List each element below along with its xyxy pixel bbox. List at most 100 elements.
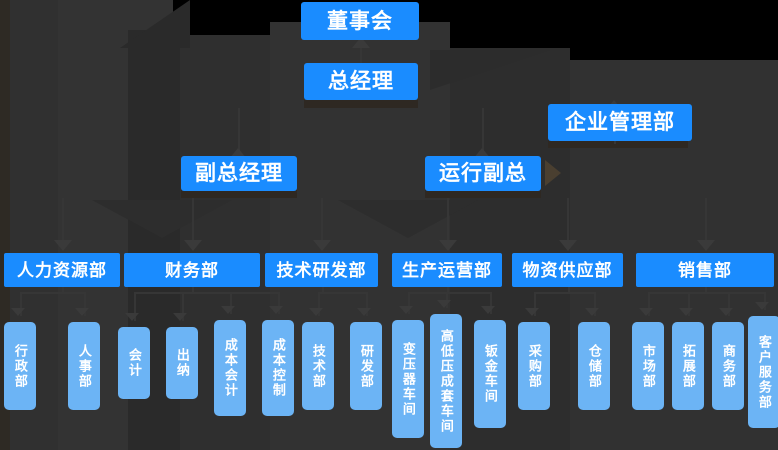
connector-subunit-cashier (182, 292, 184, 321)
feeder-supply (567, 198, 569, 244)
arrow-dept-finance-icon (184, 240, 202, 251)
arrow-subunit-switchgear-icon (437, 300, 451, 308)
arrow-dept-rnd-icon (313, 240, 331, 251)
rail-finance (134, 292, 278, 294)
node-subunit-cost_acct[interactable]: 成本会计 (214, 320, 246, 416)
arrow-dept-prodops-icon (439, 240, 457, 251)
node-subunit-customer_svc[interactable]: 客户服务部 (748, 316, 778, 428)
connector-subunit-business (728, 292, 730, 316)
connector-subunit-customer_svc (764, 292, 766, 310)
drop-rnd (321, 287, 324, 292)
connector-subunit-expansion (688, 292, 690, 316)
connector-subunit-accounting (134, 292, 136, 321)
feeder-rnd (321, 198, 323, 244)
arrow-board-icon (352, 37, 370, 48)
connector-band-opsvice (425, 190, 541, 198)
drop-hr (62, 287, 64, 292)
arrow-subunit-accounting-icon (125, 313, 139, 321)
connector-gm-to-vicegm (238, 108, 240, 156)
wedge-left (120, 0, 190, 48)
arrow-subunit-admin-icon (11, 308, 25, 316)
node-subunit-cost_ctrl[interactable]: 成本控制 (262, 320, 294, 416)
node-department-supply[interactable]: 物资供应部 (512, 253, 623, 287)
connector-subunit-dev (366, 292, 368, 316)
connector-subunit-cost_ctrl (278, 292, 280, 314)
arrow-opsvice-to-entmgmt-icon (545, 160, 561, 186)
bg-panel-left (0, 0, 10, 450)
node-subunit-expansion[interactable]: 拓展部 (672, 322, 704, 410)
drop-finance (192, 287, 194, 292)
node-subunit-accounting[interactable]: 会计 (118, 327, 150, 399)
arrow-subunit-customer_svc-icon (755, 302, 769, 310)
arrow-subunit-cashier-icon (173, 313, 187, 321)
arrow-subunit-warehouse-icon (585, 308, 599, 316)
feeder-finance (192, 198, 194, 244)
connector-band-vicegm (181, 190, 297, 198)
connector-subunit-personnel (84, 292, 86, 316)
arrow-subunit-expansion-icon (679, 308, 693, 316)
rail-sales (648, 292, 764, 294)
node-general-manager[interactable]: 总经理 (304, 63, 418, 100)
node-subunit-cashier[interactable]: 出纳 (166, 327, 198, 399)
node-department-finance[interactable]: 财务部 (124, 253, 260, 287)
connector-gm-to-opsvice (482, 108, 484, 156)
arrow-subunit-cost_acct-icon (221, 306, 235, 314)
arrow-subunit-purchasing-icon (525, 308, 539, 316)
rail-supply (534, 292, 594, 294)
feeder-sales (705, 198, 707, 244)
node-subunit-market[interactable]: 市场部 (632, 322, 664, 410)
connector-subunit-tech (318, 292, 320, 316)
arrow-subunit-dev-icon (357, 308, 371, 316)
arrow-subunit-tech-icon (309, 308, 323, 316)
arrow-dept-sales-icon (697, 240, 715, 251)
connector-subunit-transformer (408, 292, 410, 314)
node-department-sales[interactable]: 销售部 (636, 253, 774, 287)
connector-subunit-warehouse (594, 292, 596, 316)
node-subunit-sheetmetal[interactable]: 钣金车间 (474, 320, 506, 428)
node-department-hr[interactable]: 人力资源部 (4, 253, 120, 287)
feeder-prodops (447, 198, 449, 244)
node-subunit-switchgear[interactable]: 高低压成套车间 (430, 314, 462, 448)
node-subunit-transformer[interactable]: 变压器车间 (392, 320, 424, 438)
rail-hr (20, 292, 84, 294)
node-subunit-purchasing[interactable]: 采购部 (518, 322, 550, 410)
connector-subunit-cost_acct (230, 292, 232, 314)
connector-subunit-purchasing (534, 292, 536, 316)
wedge-right (430, 50, 550, 90)
funnel-triangle-left (92, 200, 232, 238)
node-subunit-personnel[interactable]: 人事部 (68, 322, 100, 410)
node-subunit-business[interactable]: 商务部 (712, 322, 744, 410)
funnel-triangle-right (338, 200, 478, 238)
arrow-dept-hr-icon (54, 240, 72, 251)
rail-rnd (318, 292, 366, 294)
drop-prod_ops (447, 287, 449, 292)
drop-sales (705, 287, 707, 292)
connector-subunit-sheetmetal (490, 292, 492, 314)
arrow-subunit-market-icon (639, 308, 653, 316)
arrow-subunit-sheetmetal-icon (481, 306, 495, 314)
arrow-dept-supply-icon (559, 240, 577, 251)
arrow-subunit-transformer-icon (399, 306, 413, 314)
arrow-opsvice-icon (473, 148, 491, 159)
feeder-hr (62, 198, 64, 244)
node-subunit-dev[interactable]: 研发部 (350, 322, 382, 410)
connector-band-gm (304, 100, 418, 108)
node-vice-general-manager[interactable]: 副总经理 (181, 156, 297, 191)
node-enterprise-management[interactable]: 企业管理部 (548, 104, 692, 141)
arrow-gm-icon (229, 148, 247, 159)
rail-prod_ops (408, 292, 490, 294)
node-subunit-admin[interactable]: 行政部 (4, 322, 36, 410)
node-board[interactable]: 董事会 (301, 2, 419, 40)
node-subunit-warehouse[interactable]: 仓储部 (578, 322, 610, 410)
connector-subunit-admin (20, 292, 22, 316)
connector-band-entmgmt (548, 140, 688, 148)
arrow-subunit-personnel-icon (75, 308, 89, 316)
node-subunit-tech[interactable]: 技术部 (302, 322, 334, 410)
arrow-subunit-business-icon (719, 308, 733, 316)
node-department-prod_ops[interactable]: 生产运营部 (392, 253, 502, 287)
drop-supply (567, 287, 570, 292)
arrow-subunit-cost_ctrl-icon (269, 306, 283, 314)
node-department-rnd[interactable]: 技术研发部 (265, 253, 378, 287)
node-operations-vice-president[interactable]: 运行副总 (425, 156, 541, 191)
